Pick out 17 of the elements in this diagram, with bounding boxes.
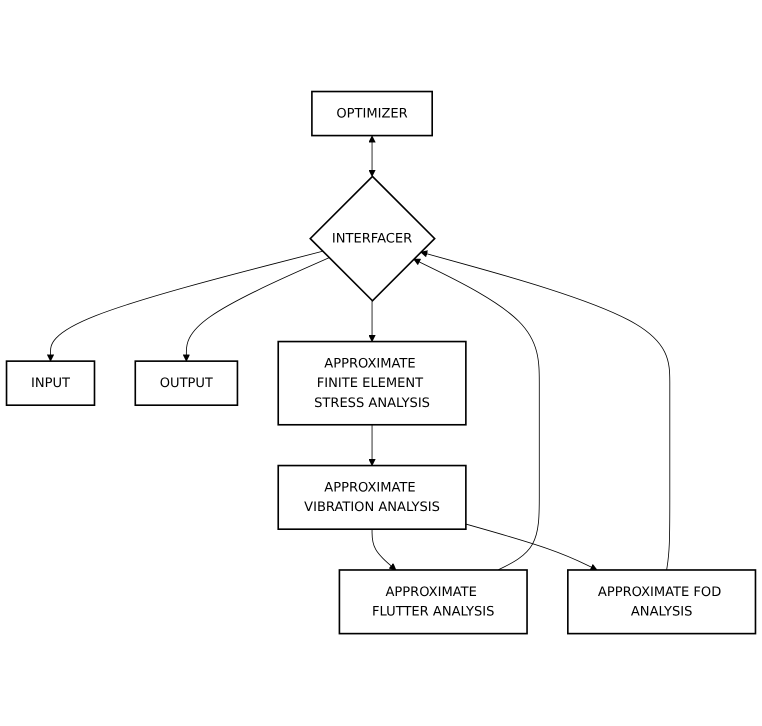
arrow [46,251,323,362]
arrow [368,300,376,342]
node-diamond: INTERFACER [309,176,436,302]
node-box: APPROXIMATE VIBRATION ANALYSIS [277,465,467,530]
arrow [465,524,598,571]
arrow [420,250,670,571]
arrow [368,136,376,178]
arrow [372,529,396,571]
node-box: OUTPUT [134,360,238,406]
arrow [413,259,540,571]
node-box: APPROXIMATE FLUTTER ANALYSIS [338,570,528,635]
node-box: INPUT [6,360,96,406]
node-box: APPROXIMATE FOD ANALYSIS [567,570,756,635]
node-box: OPTIMIZER [311,91,433,137]
node-box: APPROXIMATE FINITE ELEMENT STRESS ANALYSIS [277,341,467,426]
arrow [368,424,376,466]
arrow [182,258,330,362]
